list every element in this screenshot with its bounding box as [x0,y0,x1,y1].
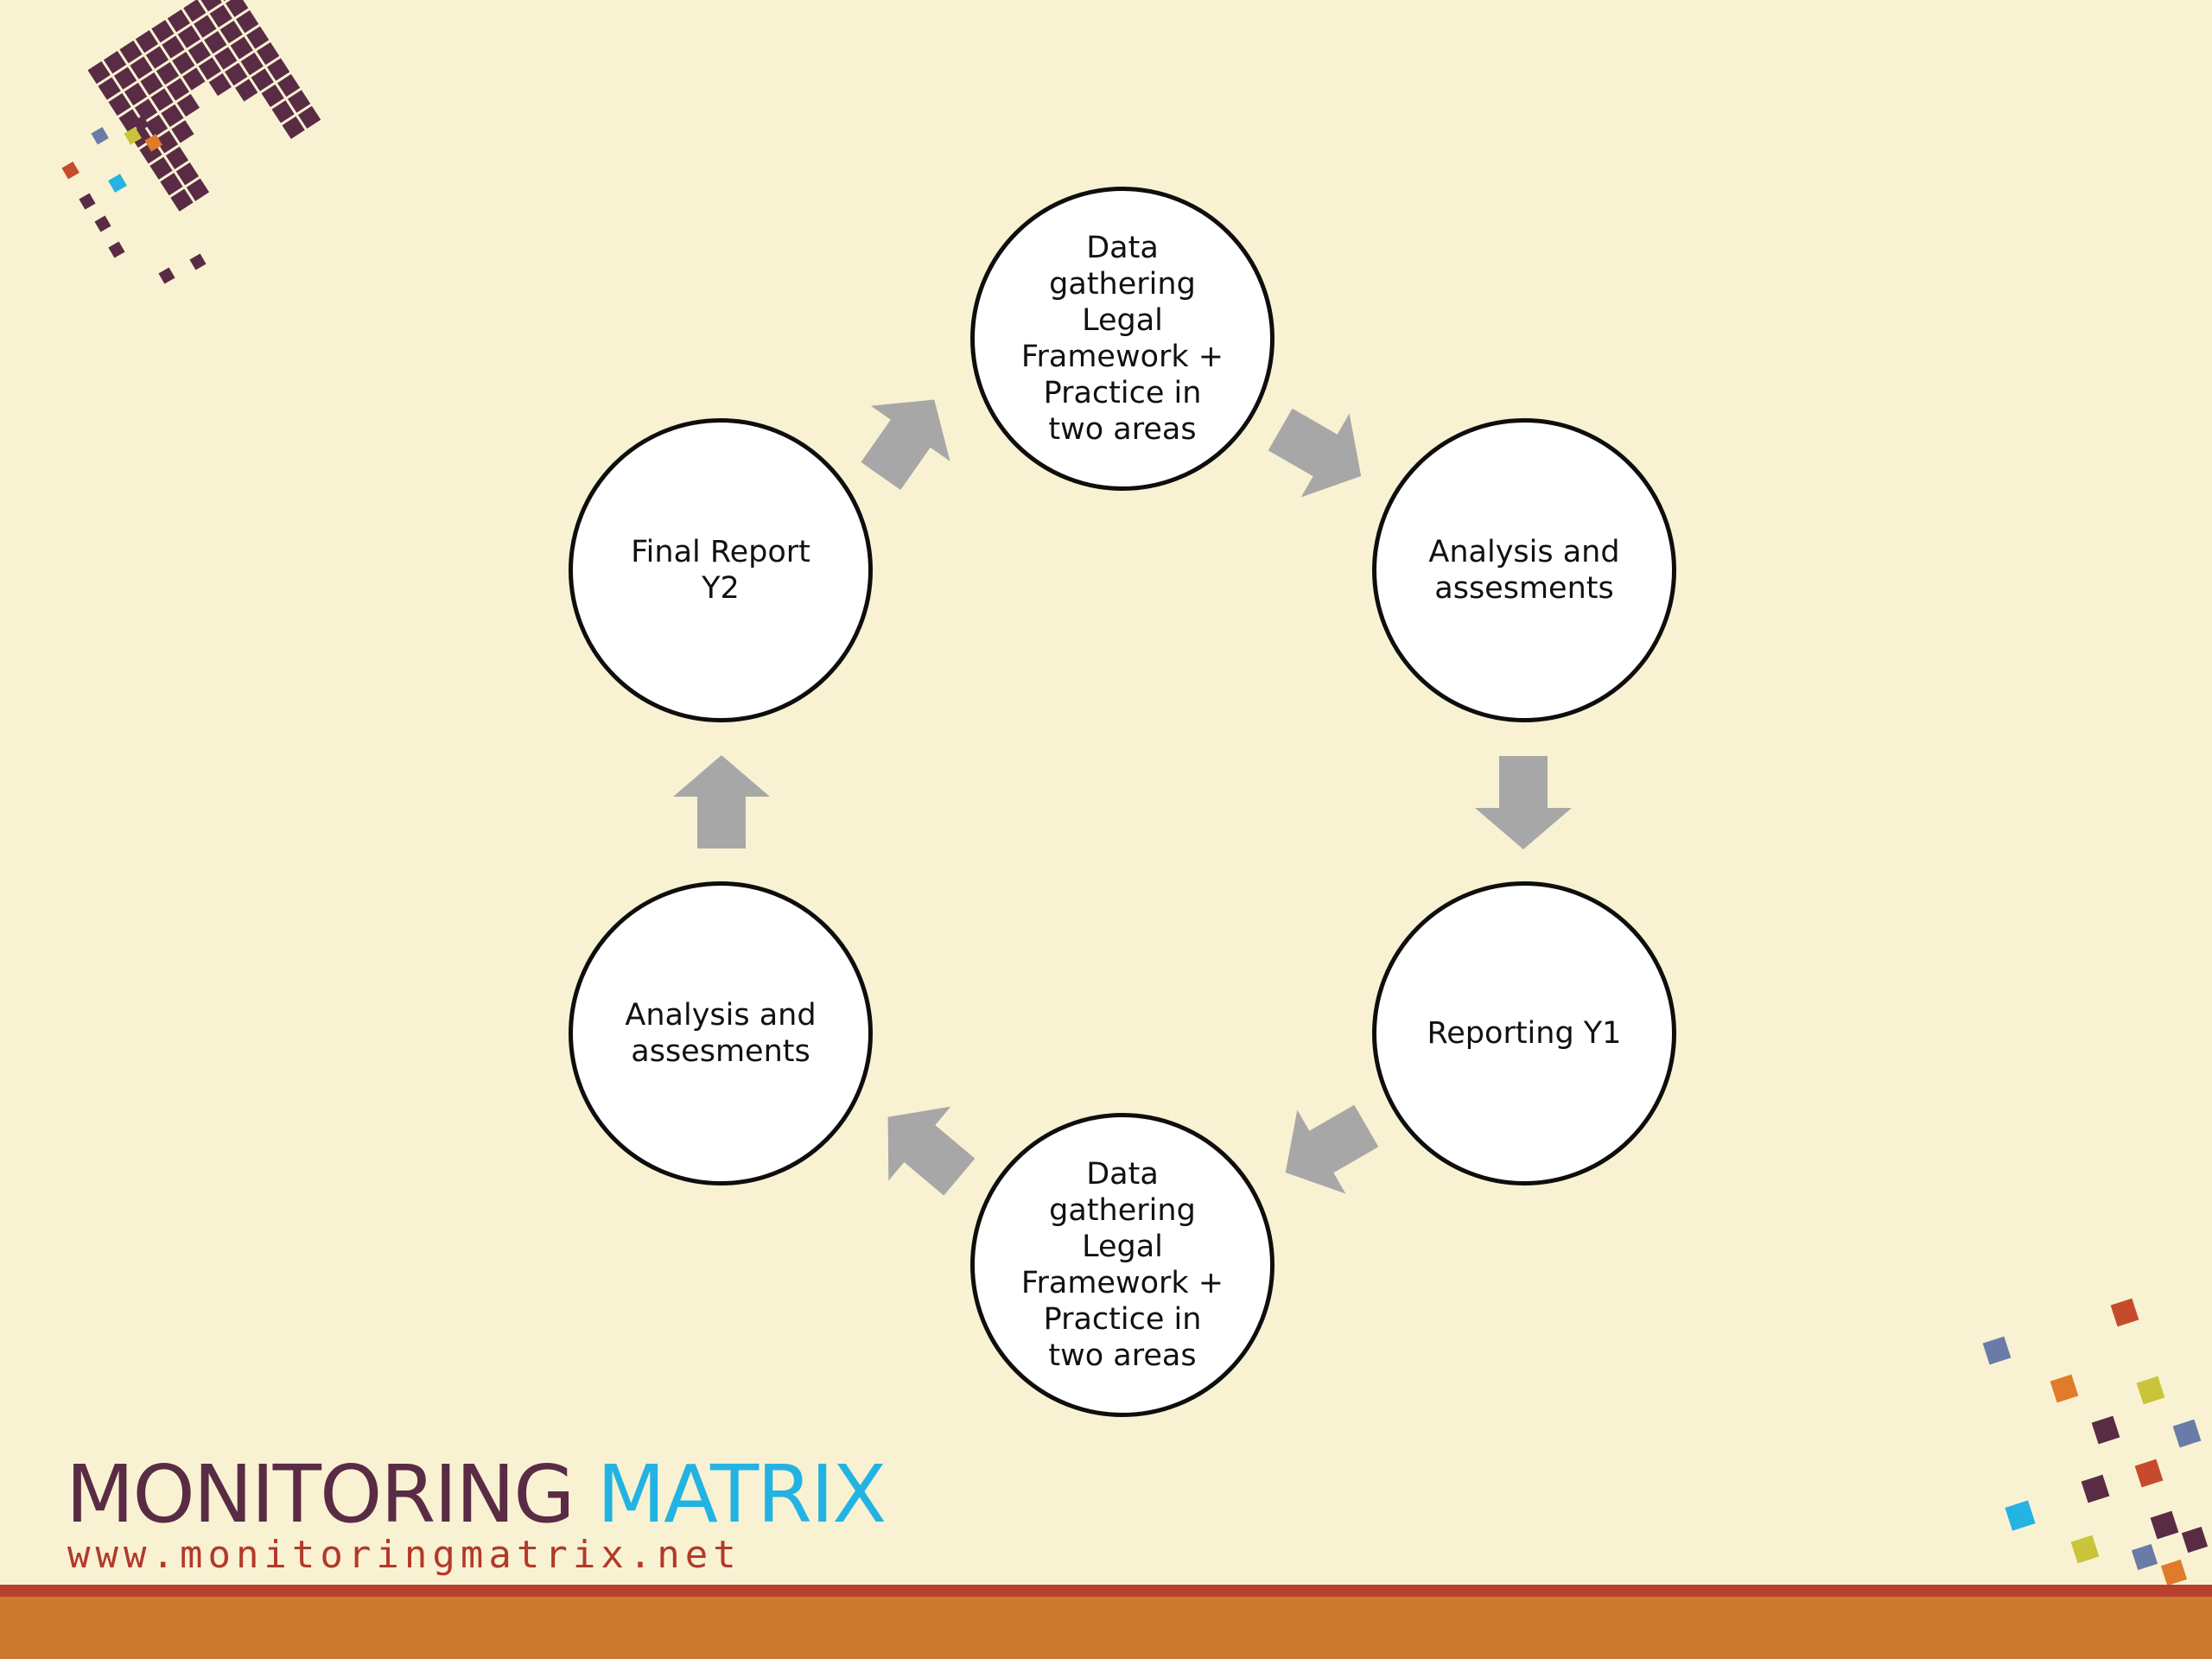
logo-grid-cell [135,29,159,54]
logo-grid-cell [194,15,217,38]
logo-grid-cell [235,79,258,102]
node-label: Data gathering Legal Framework + Practic… [1020,231,1224,447]
logo-grid-cell [246,26,270,49]
logo-grid-cell [282,116,305,139]
logo-grid [87,0,321,212]
logo-grid-cell [140,72,163,96]
node-label: Data gathering Legal Framework + Practic… [1020,1157,1224,1373]
node-label: Reporting Y1 [1427,1016,1622,1051]
node-data-gathering-top: Data gathering Legal Framework + Practic… [970,187,1274,491]
logo-grid-cell [145,46,169,69]
logo-grid-cell [172,51,195,75]
logo-grid-cell [271,100,295,124]
arrow-upper-left-to-top [861,399,950,491]
node-analysis-lower-left: Analysis and assesments [569,881,873,1185]
arrow-lower-right-to-bottom [1285,1104,1379,1194]
node-label: Final Report Y2 [631,535,810,606]
logo-grid-cell [155,130,179,154]
logo-grid-cell [297,105,321,129]
monitoring-matrix-logo-icon [61,0,321,284]
logo-grid-cell [156,61,180,86]
logo-grid-cell [108,92,131,117]
logo-grid-cell [240,52,264,76]
logo-grid-cell [176,93,200,118]
logo-grid-cell [276,73,301,98]
logo-grid-cell [166,78,190,101]
logo-grid-cell [226,0,249,17]
logo-grid-cell [124,82,148,106]
node-label: Analysis and assesments [625,998,817,1069]
logo-grid-cell [134,99,158,122]
logo-grid-cell [236,10,259,34]
footer-stripe-top [0,1585,2212,1597]
logo-grid-cell [267,58,290,81]
logo-grid-cell [119,40,143,64]
brand-wordmark: MONITORING MATRIX [66,1452,887,1538]
logo-grid-cell [98,77,121,100]
node-data-gathering-bottom: Data gathering Legal Framework + Practic… [970,1113,1274,1417]
logo-grid-cell [130,56,153,79]
logo-grid-cell [183,0,207,22]
logo-grid-cell [167,9,191,33]
logo-grid-cell [151,19,175,43]
logo-grid-cell [150,88,174,111]
logo-grid-cell [199,0,222,12]
logo-grid-cell [175,162,200,186]
node-reporting-y1: Reporting Y1 [1372,881,1676,1185]
arrow-top-to-upper-right [1268,408,1362,498]
logo-grid-cell [170,188,194,212]
logo-grid-cell [161,104,184,127]
logo-grid-cell [162,35,185,59]
logo-scatter-squares [61,115,207,284]
brand-url-link[interactable]: www.monitoringmatrix.net [67,1533,741,1577]
arrow-bottom-to-lower-left [887,1106,976,1196]
logo-grid-cell [144,114,168,137]
brand-word-monitoring: MONITORING [66,1448,575,1541]
node-label: Analysis and assesments [1428,535,1620,606]
logo-grid-cell [198,57,221,80]
logo-grid-cell [219,20,243,44]
node-final-report-y2: Final Report Y2 [569,418,873,722]
logo-grid-cell [182,67,206,91]
logo-grid-cell [261,84,284,107]
logo-grid-cell [177,25,201,48]
logo-grid-cell [171,120,194,143]
logo-grid-cell [208,73,232,97]
logo-grid-cell [214,47,238,70]
arrow-upper-right-to-lower-right [1475,756,1572,849]
logo-grid-cell [251,68,274,92]
logo-grid-cell [103,50,127,74]
logo-grid-cell [287,90,311,113]
footer-stripe [0,1597,2212,1659]
logo-grid-cell [186,178,210,201]
brand-word-matrix: MATRIX [596,1448,887,1541]
logo-grid-cell [257,41,280,66]
logo-grid-cell [149,156,173,180]
logo-grid-cell [87,60,111,85]
logo-grid-cell [113,67,137,90]
logo-grid-cell [165,146,189,169]
logo-grid-cell [209,4,232,28]
logo-grid-cell [160,173,183,196]
logo-grid-cell [204,30,227,54]
logo-grid-cell [188,41,211,65]
logo-grid-cell [230,36,253,60]
logo-grid-cell [225,62,248,86]
arrow-lower-left-to-upper-left [673,755,770,849]
node-analysis-upper-right: Analysis and assesments [1372,418,1676,722]
